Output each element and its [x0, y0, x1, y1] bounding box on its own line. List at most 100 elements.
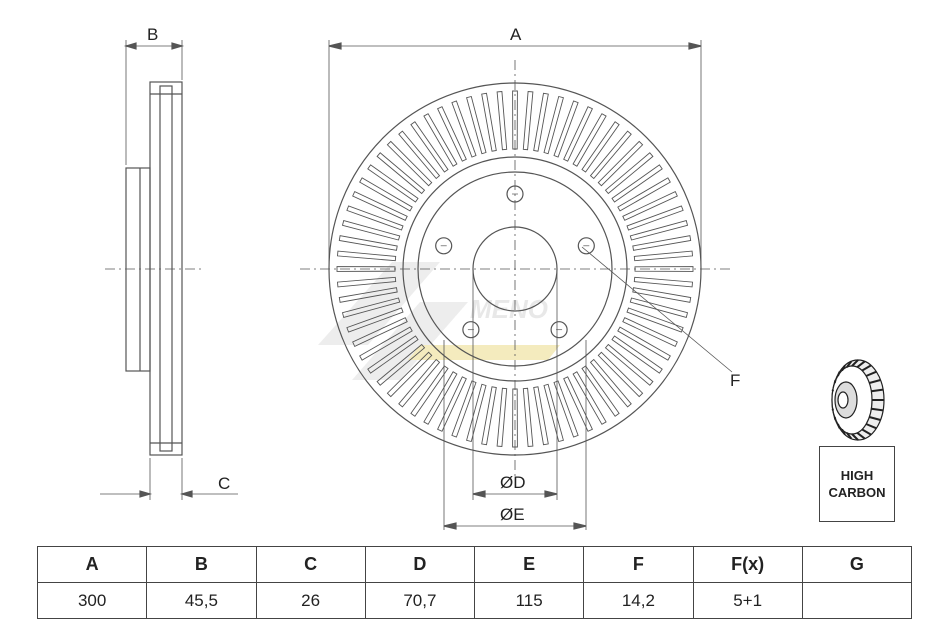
badge-line-2: CARBON	[828, 485, 886, 500]
icon-fin	[865, 370, 877, 377]
cooling-fin	[423, 371, 458, 425]
cooling-fin	[553, 380, 579, 438]
cooling-fin	[410, 121, 449, 173]
cooling-fin	[581, 121, 620, 173]
cooling-fin	[496, 387, 508, 447]
icon-fin	[841, 364, 846, 372]
icon-fin	[869, 379, 881, 384]
header-g: G	[801, 546, 913, 583]
label-a: A	[510, 25, 522, 44]
disc-3d-icon	[831, 359, 885, 441]
label-e: ØE	[500, 505, 525, 524]
icon-fin	[871, 407, 884, 412]
value-a: 300	[36, 582, 148, 619]
bolt-hole	[462, 321, 480, 339]
value-b: 45,5	[146, 582, 257, 619]
cooling-fin	[481, 92, 497, 152]
cooling-fin	[352, 190, 408, 221]
cooling-fin	[634, 266, 694, 272]
cooling-fin	[466, 95, 487, 155]
cooling-fin	[481, 386, 497, 446]
cooling-fin	[337, 276, 397, 288]
bolt-hole	[550, 321, 568, 339]
label-c: C	[218, 474, 230, 493]
cooling-fin	[338, 287, 398, 303]
svg-text:MENO: MENO	[470, 294, 548, 324]
icon-fin	[869, 416, 881, 421]
high-carbon-badge: HIGH CARBON	[819, 446, 895, 522]
header-d: D	[364, 546, 476, 583]
cooling-fin	[367, 164, 419, 203]
value-e: 115	[473, 582, 585, 619]
icon-fin	[836, 423, 841, 429]
cooling-fin	[338, 235, 398, 251]
cooling-fin	[581, 365, 620, 417]
cooling-fin	[533, 92, 549, 152]
icon-fin	[846, 432, 853, 440]
cooling-fin	[466, 383, 487, 443]
cooling-fin	[611, 335, 663, 374]
badge-line-1: HIGH	[840, 468, 874, 483]
icon-fin	[851, 433, 859, 441]
cooling-fin	[572, 113, 607, 167]
cooling-fin	[436, 106, 467, 162]
cooling-fin	[410, 365, 449, 417]
icon-fin	[851, 359, 859, 367]
label-d: ØD	[500, 473, 526, 492]
cooling-fin	[611, 164, 663, 203]
header-e: E	[473, 546, 585, 583]
icon-fin	[856, 432, 866, 440]
bolt-hole	[577, 237, 595, 255]
cooling-fin	[367, 335, 419, 374]
cooling-fin	[336, 266, 396, 272]
cooling-fin	[633, 276, 693, 288]
cooling-fin	[617, 326, 671, 361]
cooling-fin	[563, 376, 594, 432]
value-f: 14,2	[583, 582, 694, 619]
icon-fin	[841, 428, 846, 436]
cooling-fin	[337, 250, 397, 262]
cooling-fin	[553, 100, 579, 158]
header-fx: F(x)	[692, 546, 803, 583]
cooling-fin	[626, 205, 684, 231]
cooling-fin	[572, 371, 607, 425]
header-f: F	[583, 546, 694, 583]
cooling-fin	[346, 307, 404, 333]
cooling-fin	[352, 317, 408, 348]
cooling-fin	[617, 177, 671, 212]
cooling-fin	[543, 95, 564, 155]
label-f: F	[730, 371, 740, 390]
label-b: B	[147, 25, 158, 44]
cooling-fin	[386, 351, 433, 398]
cooling-fin	[341, 297, 401, 318]
header-b: B	[146, 546, 257, 583]
icon-fin	[871, 388, 884, 393]
cooling-fin	[604, 343, 654, 386]
value-g	[801, 582, 913, 619]
cooling-fin	[512, 90, 518, 150]
header-a: A	[36, 546, 148, 583]
cooling-fin	[386, 140, 433, 187]
cooling-fin	[633, 250, 693, 262]
icon-fin	[861, 364, 872, 372]
cooling-fin	[626, 307, 684, 333]
cooling-fin	[604, 152, 654, 195]
cooling-fin	[597, 140, 644, 187]
cooling-fin	[341, 220, 401, 241]
cooling-fin	[622, 190, 678, 221]
cooling-fin	[359, 326, 413, 361]
bolt-hole	[435, 237, 453, 255]
cooling-fin	[522, 387, 534, 447]
cooling-fin	[398, 130, 441, 180]
icon-fin	[833, 416, 837, 421]
header-c: C	[255, 546, 366, 583]
cooling-fin	[522, 91, 534, 151]
cooling-fin	[589, 130, 632, 180]
icon-fin	[861, 428, 872, 436]
cooling-fin	[376, 343, 426, 386]
cooling-fin	[346, 205, 404, 231]
cooling-fin	[496, 91, 508, 151]
cooling-fin	[632, 235, 692, 251]
cooling-fin	[632, 287, 692, 303]
